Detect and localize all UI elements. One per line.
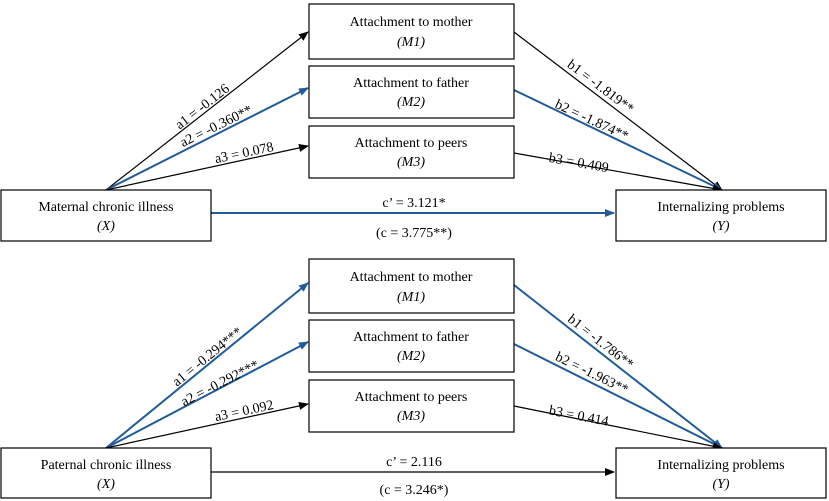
node-m2: [308, 65, 515, 119]
label-c-total: (c = 3.775**): [376, 226, 452, 241]
path-a2: [105, 341, 309, 449]
path-a1: [105, 31, 309, 191]
path-b3: [513, 405, 723, 451]
label-a3: a3 = 0.078: [214, 140, 275, 167]
node-m3-symbol: (M3): [397, 409, 425, 424]
label-c-prime: c’ = 3.121*: [382, 196, 445, 211]
node-m1: [308, 258, 515, 314]
node-m1-symbol: (M1): [397, 35, 425, 50]
node-m1-title: Attachment to mother: [350, 15, 473, 30]
label-b3: b3 = 0.414: [548, 403, 610, 429]
node-m1-symbol: (M1): [397, 290, 425, 305]
node-m2: [308, 319, 515, 373]
node-y-title: Internalizing problems: [657, 200, 784, 215]
path-a2: [105, 87, 309, 191]
label-c-prime: c’ = 2.116: [386, 455, 442, 470]
path-a1: [105, 282, 309, 449]
node-m3: [308, 379, 515, 433]
path-b2: [513, 343, 723, 449]
panel-maternal: Maternal chronic illness (X) Attachment …: [0, 3, 827, 242]
node-x: [0, 447, 212, 499]
node-x-title: Paternal chronic illness: [41, 458, 172, 473]
path-a3: [105, 144, 309, 191]
node-m3-title: Attachment to peers: [355, 390, 468, 405]
node-y-title: Internalizing problems: [657, 458, 784, 473]
path-b1: [513, 31, 723, 191]
label-c-total: (c = 3.246*): [380, 483, 449, 498]
node-y-symbol: (Y): [712, 219, 729, 234]
node-y: [615, 447, 827, 499]
node-m2-symbol: (M2): [397, 95, 425, 110]
node-m2-symbol: (M2): [397, 349, 425, 364]
label-b3: b3 = 0.409: [548, 151, 610, 176]
node-m3-title: Attachment to peers: [355, 136, 468, 151]
node-m2-title: Attachment to father: [353, 330, 469, 345]
node-m2-title: Attachment to father: [353, 76, 469, 91]
label-a3: a3 = 0.092: [214, 398, 275, 425]
node-x-symbol: (X): [97, 219, 115, 234]
path-a3: [105, 402, 309, 449]
node-m1-title: Attachment to mother: [350, 270, 473, 285]
node-m3-symbol: (M3): [397, 155, 425, 170]
node-y-symbol: (Y): [712, 477, 729, 492]
panel-paternal: Paternal chronic illness (X) Attachment …: [0, 258, 827, 499]
path-b1: [513, 284, 723, 449]
node-m3: [308, 125, 515, 179]
node-x-symbol: (X): [97, 477, 115, 492]
node-x-title: Maternal chronic illness: [38, 200, 173, 215]
node-m1: [308, 3, 515, 60]
node-y: [615, 189, 827, 242]
path-b2: [513, 89, 723, 191]
path-b3: [513, 152, 723, 193]
node-x: [0, 189, 212, 242]
